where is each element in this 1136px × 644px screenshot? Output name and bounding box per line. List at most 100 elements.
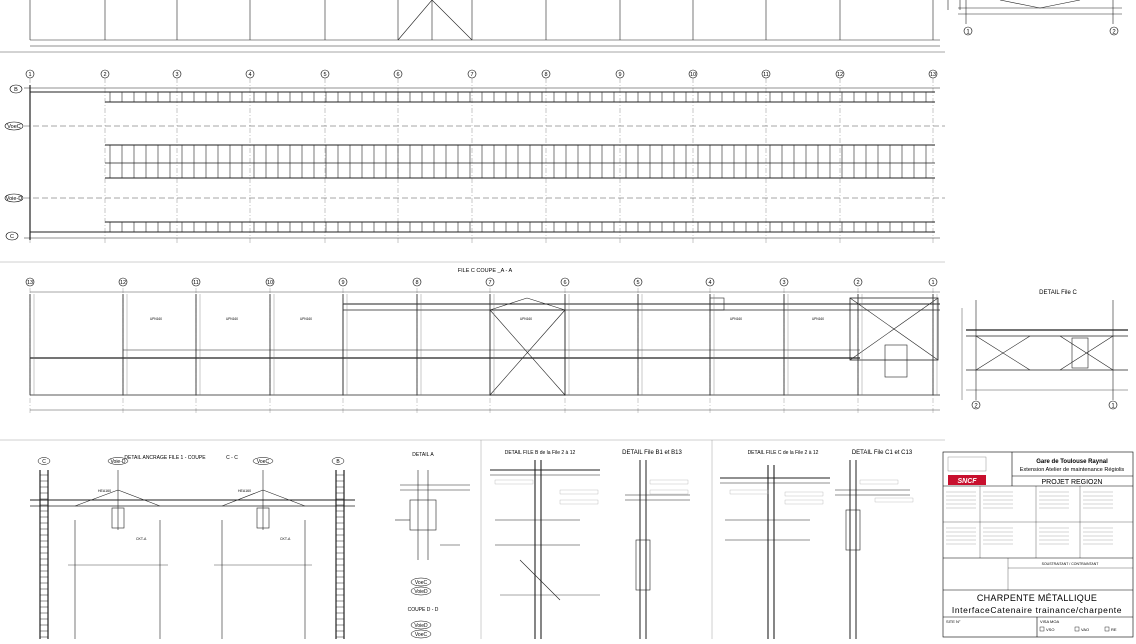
axis-number: 2 <box>103 72 106 78</box>
row-label-voied: Voie-D <box>6 196 23 202</box>
axis-number: 13 <box>27 280 33 286</box>
ancrage-label: VoeC <box>257 459 270 465</box>
annotation-box <box>649 479 689 485</box>
top-right-axis-markers: 1 2 <box>963 26 1119 36</box>
checkbox[interactable] <box>1104 626 1110 632</box>
section-label: UPN160 <box>520 317 532 321</box>
axis-number: 8 <box>415 280 418 286</box>
checkbox-label: VAO <box>1081 627 1089 632</box>
ancrage-column-ticks <box>40 474 344 638</box>
sncf-logo <box>948 475 986 485</box>
partner-logo <box>947 456 987 472</box>
axis-number: 5 <box>323 72 326 78</box>
ancrage-title: DETAIL ANCRAGE FILE 1 - COUPE <box>124 455 206 461</box>
axis-bubble <box>118 277 128 287</box>
voec-marker: VoeC <box>415 580 428 586</box>
axis-bubble <box>172 69 182 79</box>
axis-bubble <box>393 69 403 79</box>
elevation-posts <box>29 294 938 395</box>
section-label: UPN160 <box>226 317 238 321</box>
title-block-fine-print <box>946 491 1113 545</box>
section-label: UPN160 <box>812 317 824 321</box>
axis-marker: 2 <box>1112 30 1116 36</box>
top-strip <box>0 0 1122 53</box>
axis-number: 1 <box>931 280 934 286</box>
ancrage-label: C <box>42 459 46 465</box>
voied-marker: VoieD <box>414 589 428 595</box>
annotation-box <box>729 489 769 495</box>
section-label: UPN160 <box>150 317 162 321</box>
annotation-box <box>559 499 599 505</box>
axis-number: 4 <box>708 280 711 286</box>
ancrage-sub: CKT-A <box>136 537 147 541</box>
elevation-view <box>30 291 940 411</box>
visa-label: VISA MOA <box>1040 619 1059 624</box>
axis-number: 13 <box>930 72 936 78</box>
axis-bubble <box>541 69 551 79</box>
row-label-c: C <box>10 234 14 240</box>
detail-a-drawing <box>395 470 470 560</box>
axis-bubble <box>615 69 625 79</box>
project-code: PROJET REGIO2N <box>1042 479 1103 486</box>
file-b13-title: DETAIL File B1 et B13 <box>622 450 682 456</box>
section-label: UPN160 <box>300 317 312 321</box>
title-block <box>942 451 1134 638</box>
axis-bubble <box>338 277 348 287</box>
ancrage-sub: CKT-A <box>280 537 291 541</box>
axis-bubble <box>412 277 422 287</box>
axis-marker: 1 <box>966 30 970 36</box>
checkbox-label: VSO <box>1046 627 1054 632</box>
axis-number: 1 <box>28 72 31 78</box>
ancrage-drawing <box>30 470 355 639</box>
doc-title: CHARPENTE MÉTALLIQUE <box>977 593 1097 603</box>
axis-number: 10 <box>267 280 273 286</box>
annotation-box <box>784 499 824 505</box>
annotation-box <box>859 479 899 485</box>
axis-number: 2 <box>856 280 859 286</box>
checkbox[interactable] <box>1074 626 1080 632</box>
axis-number: 6 <box>396 72 399 78</box>
annotation-box <box>874 497 914 503</box>
annotation-box <box>494 479 534 485</box>
ancrage-sub: HEA160 <box>238 489 251 493</box>
checkbox[interactable] <box>1039 626 1045 632</box>
axis-number: 7 <box>470 72 473 78</box>
axis-bubble <box>705 277 715 287</box>
visa-checkboxes: VSO VAO RE <box>1039 626 1117 632</box>
axis-number: 12 <box>837 72 843 78</box>
axis-bubble <box>245 69 255 79</box>
axis-number: 11 <box>193 280 199 286</box>
section-label: UPN160 <box>730 317 742 321</box>
annotation-box <box>784 491 824 497</box>
axis-number: 9 <box>341 280 344 286</box>
axis-number: 3 <box>782 280 785 286</box>
axis-number: 3 <box>175 72 178 78</box>
axis-bubble <box>928 277 938 287</box>
coupe-dd-title: COUPE D - D <box>408 607 439 613</box>
ancrage-axis-labels: C Voie-D VoeC B <box>37 457 345 465</box>
file-c-title: DETAIL FILE C de la File 2 à 12 <box>748 450 819 456</box>
detail-annotation-notes <box>494 479 914 505</box>
doc-subtitle: InterfaceCatenaire trainance/charpente <box>952 605 1122 615</box>
axis-bubble <box>265 277 275 287</box>
axis-number: 11 <box>763 72 769 78</box>
elevation-title: FILE C COUPE _A - A <box>458 268 513 274</box>
sncf-logo-text: SNCF <box>957 478 977 485</box>
axis-number: 5 <box>636 280 639 286</box>
axis-number: 4 <box>248 72 251 78</box>
axis-bubble <box>560 277 570 287</box>
axis-marker: 1 <box>1111 404 1115 410</box>
site-label: SITE N° <box>946 619 961 624</box>
checkbox-label: RE <box>1111 627 1117 632</box>
axis-bubble <box>100 69 110 79</box>
axis-bubble <box>320 69 330 79</box>
plan-view <box>24 85 945 240</box>
ancrage-label: B <box>336 459 340 465</box>
detail-file-c-axes: 2 1 <box>971 400 1118 410</box>
voec-marker: VoeC <box>415 632 428 638</box>
detail-file-c-title: DETAIL File C <box>1039 290 1077 296</box>
axis-bubble <box>485 277 495 287</box>
